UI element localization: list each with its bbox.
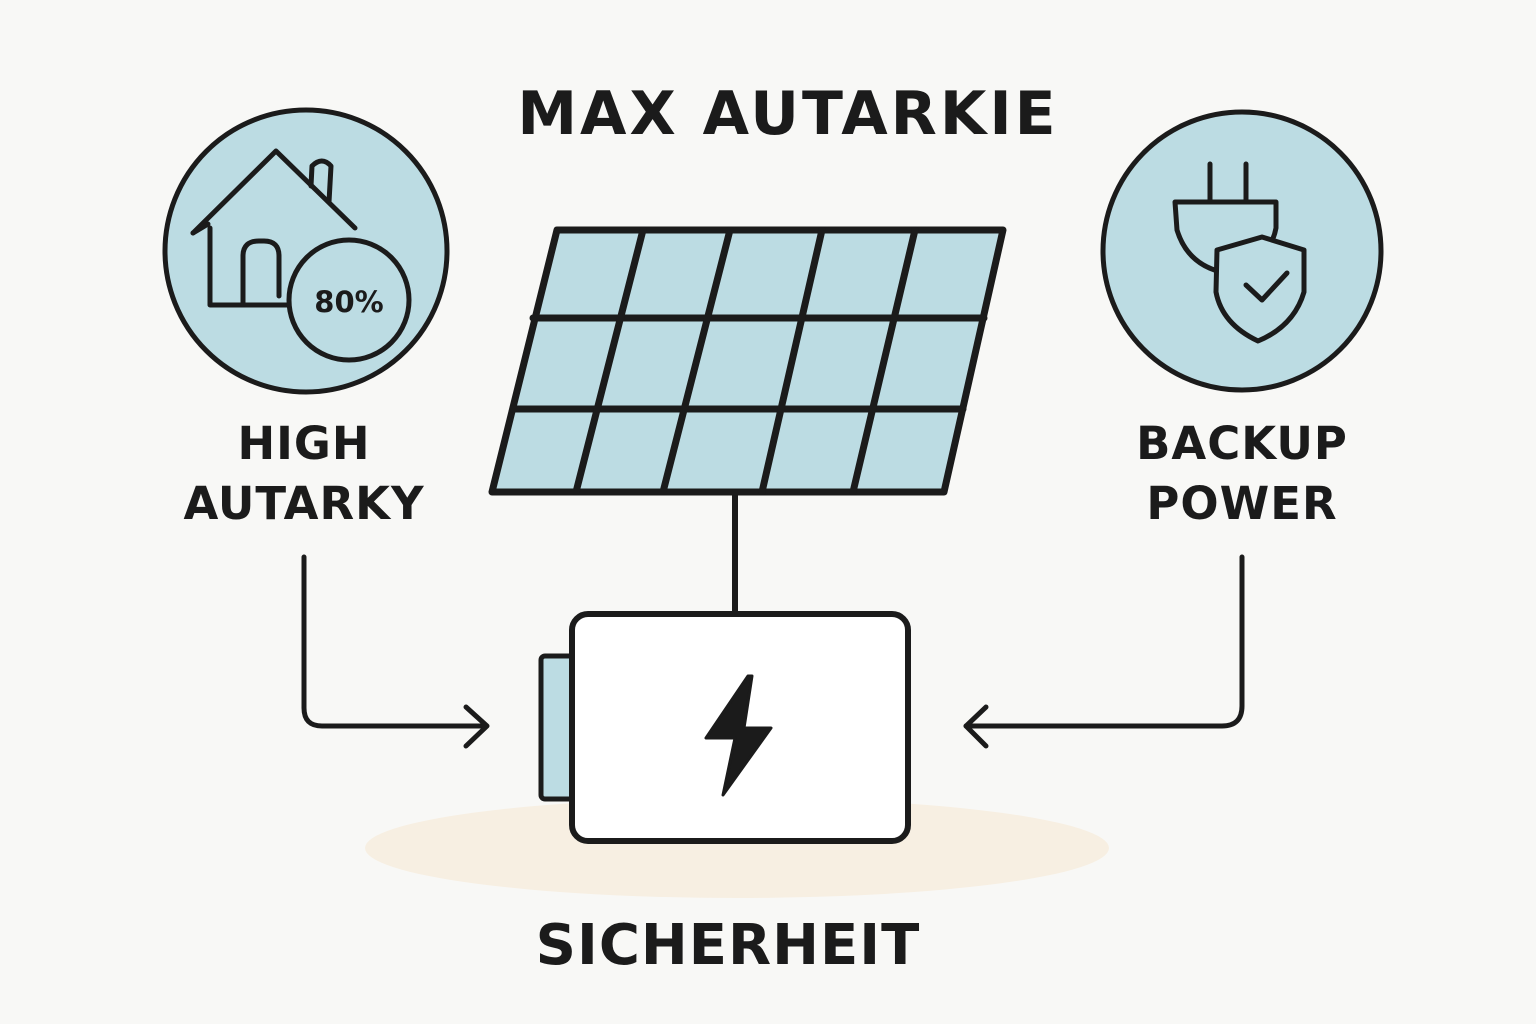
lightning-bolt-icon (704, 674, 773, 797)
plug-shield-icon (1172, 161, 1307, 344)
left-label-line-2: AUTARKY (183, 477, 425, 530)
autarky-percentage: 80% (314, 285, 383, 319)
house-icon (190, 148, 358, 308)
bottom-title: SICHERHEIT (535, 913, 921, 978)
battery-shadow (365, 798, 1109, 898)
left-node-circle (162, 107, 450, 395)
left-arrow (301, 554, 490, 749)
right-arrow (963, 554, 1245, 749)
diagram-title: MAX AUTARKIE (517, 79, 1059, 149)
high-autarky-label: HIGH AUTARKY (154, 414, 454, 534)
backup-power-label: BACKUP POWER (1092, 414, 1392, 534)
autarky-badge: 80% (286, 237, 412, 363)
left-label-line-1: HIGH (237, 417, 371, 470)
solar-panel-icon (488, 226, 1007, 496)
right-label-line-2: POWER (1146, 477, 1338, 530)
right-label-line-1: BACKUP (1136, 417, 1348, 470)
